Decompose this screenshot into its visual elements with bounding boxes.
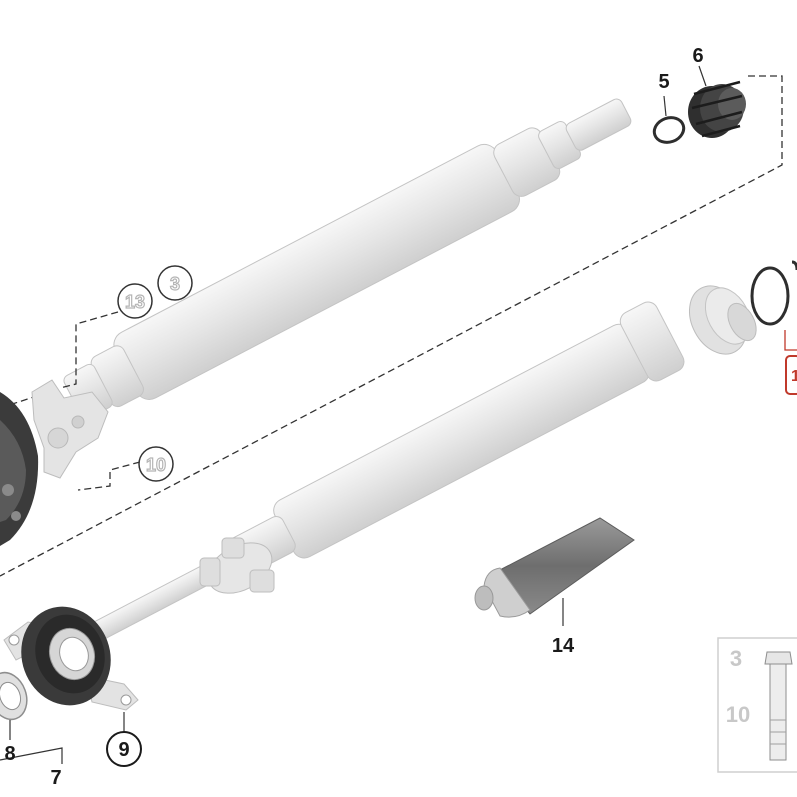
callout-1: 1	[791, 368, 797, 385]
bolt-legend-box: 3 10	[717, 637, 797, 773]
legend-item-3: 3	[730, 646, 742, 671]
callout-3: 3	[170, 274, 180, 294]
callout-3-circle: 3	[157, 265, 193, 301]
grease-tube	[474, 517, 635, 626]
front-driveshaft	[0, 98, 632, 546]
bearing-leads	[0, 712, 125, 764]
callout-9: 9	[118, 739, 129, 761]
o-ring	[652, 95, 686, 144]
callout-9-circle: 9	[106, 731, 142, 767]
callout-8: 8	[4, 743, 15, 765]
callout-10: 10	[146, 455, 166, 475]
callout-13-circle: 13	[117, 283, 153, 319]
callout-6: 6	[692, 45, 703, 67]
callout-leaders	[59, 311, 141, 491]
bolt-icon	[764, 651, 793, 761]
callout-5: 5	[658, 71, 669, 93]
callout-13: 13	[125, 292, 145, 312]
rear-driveshaft	[90, 285, 757, 641]
snap-ring	[750, 260, 797, 395]
rear-boot	[688, 285, 757, 355]
callout-14: 14	[552, 635, 575, 657]
universal-joint	[199, 537, 275, 594]
bearing-ring	[0, 671, 28, 721]
flex-disc-coupling	[0, 392, 39, 546]
callout-7: 7	[50, 767, 61, 789]
center-bearing	[3, 606, 139, 711]
legend-item-10: 10	[726, 702, 750, 727]
centering-sleeve	[688, 65, 746, 138]
callout-10-circle: 10	[138, 446, 174, 482]
front-flange	[31, 379, 109, 479]
